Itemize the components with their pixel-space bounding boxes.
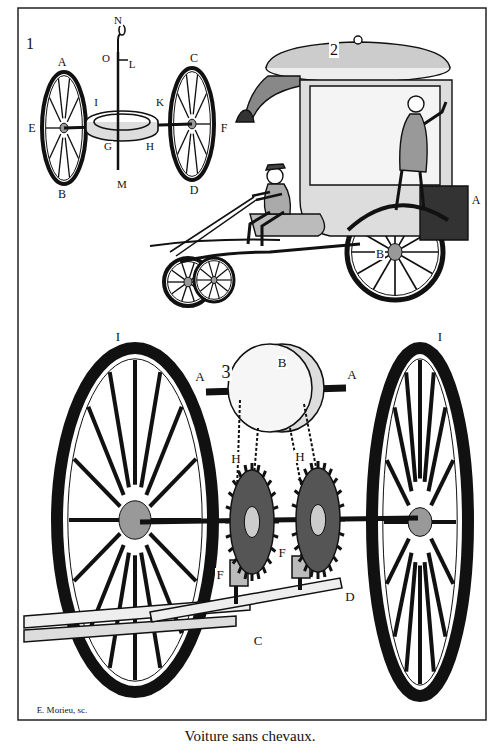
part-letter: B — [375, 248, 385, 260]
part-letter: I — [93, 97, 99, 108]
part-letter: E — [27, 122, 36, 134]
part-letter: O — [101, 53, 111, 64]
part-letter: C — [253, 634, 264, 647]
part-letter: F — [215, 568, 224, 581]
part-letter: B — [277, 356, 288, 369]
part-letter: L — [128, 59, 137, 70]
part-letter: H — [294, 450, 305, 463]
part-letter: K — [155, 97, 165, 108]
part-letter: A — [471, 194, 482, 206]
part-letter: D — [344, 590, 355, 603]
toothed-wheel — [291, 461, 345, 579]
part-letter: H — [230, 452, 241, 465]
part-letter: F — [277, 546, 286, 559]
part-letter: H — [145, 141, 155, 152]
figure-number: 1 — [25, 36, 35, 52]
part-letter: D — [189, 184, 200, 196]
part-letter: I — [437, 330, 443, 343]
wheel — [194, 258, 234, 302]
wheel — [372, 348, 468, 696]
part-letter: A — [57, 56, 68, 68]
part-letter: C — [189, 52, 199, 64]
part-letter: M — [116, 179, 128, 190]
engraver-signature: E. Morieu, sc. — [36, 706, 89, 715]
part-letter: A — [194, 370, 205, 383]
part-letter: G — [103, 141, 113, 152]
figure-number: 2 — [329, 42, 339, 58]
part-letter: F — [220, 122, 229, 134]
part-letter: N — [113, 15, 123, 26]
toothed-wheel — [225, 463, 279, 581]
part-letter: I — [115, 330, 121, 343]
caption: Voiture sans chevaux. — [0, 728, 500, 745]
figure-number: 3 — [221, 363, 232, 381]
part-letter: B — [57, 188, 67, 200]
part-letter: A — [346, 368, 357, 381]
